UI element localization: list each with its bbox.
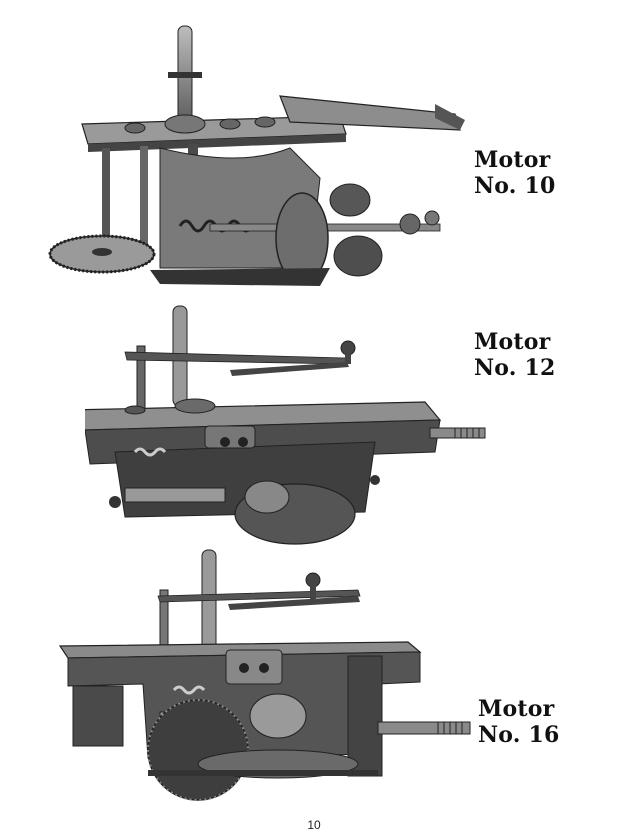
motor-16-illustration	[58, 549, 471, 801]
motor-12-illustration	[85, 305, 486, 545]
motor-12-title: Motor	[474, 329, 551, 355]
motor-16-number: No. 16	[478, 722, 560, 748]
motor-10-title: Motor	[474, 147, 551, 173]
motor-16-caption: Motor No. 16	[478, 696, 560, 748]
motor-10-caption: Motor No. 10	[474, 147, 556, 199]
motor-16-title: Motor	[478, 696, 555, 722]
motor-12-number: No. 12	[474, 355, 556, 381]
motor-10-illustration	[48, 25, 465, 286]
motor-10-number: No. 10	[474, 173, 556, 199]
motor-12-caption: Motor No. 12	[474, 329, 556, 381]
page-number: 10	[307, 818, 321, 832]
